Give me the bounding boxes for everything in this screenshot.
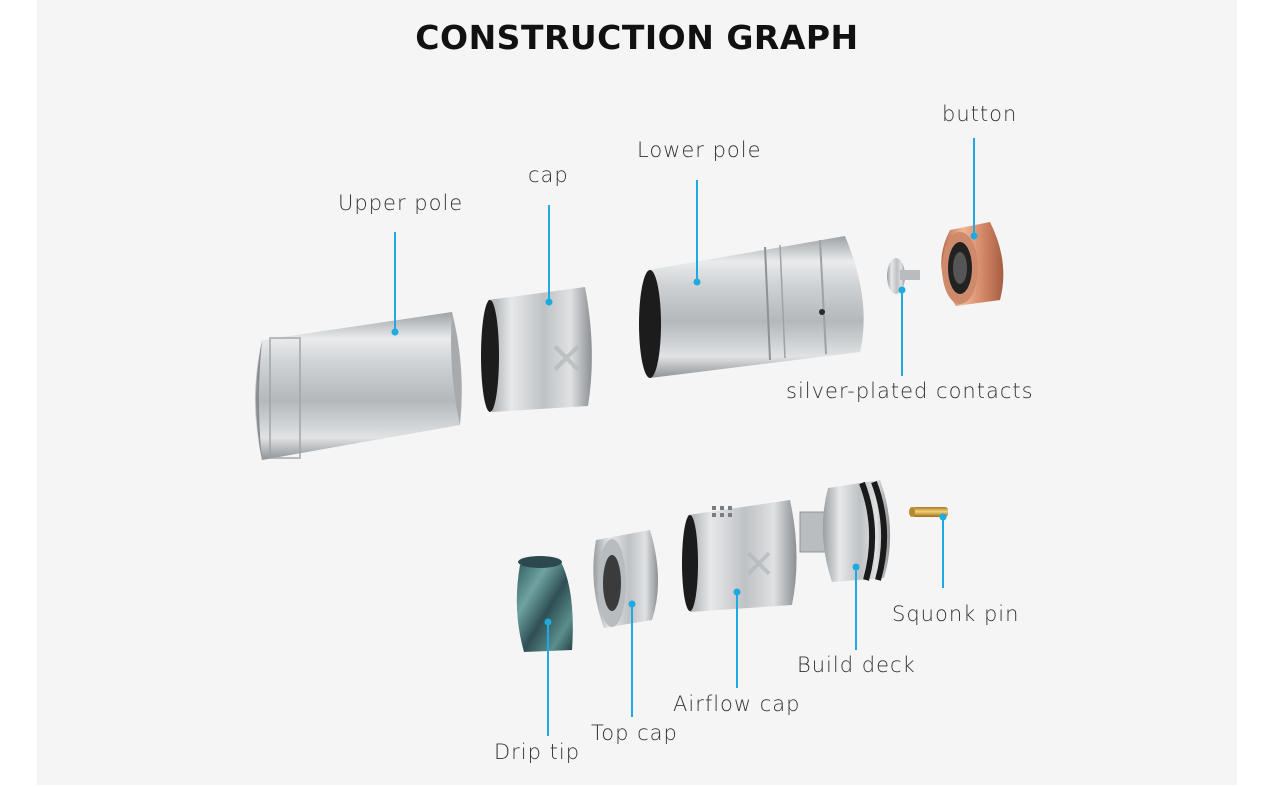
contacts-part xyxy=(887,258,920,294)
diagram-background xyxy=(37,0,1237,785)
leader-top-cap xyxy=(628,600,636,717)
label-button: button xyxy=(942,102,1018,126)
lower-pole-part xyxy=(639,236,864,378)
diagram-title: CONSTRUCTION GRAPH xyxy=(415,18,859,57)
svg-text:✕: ✕ xyxy=(548,334,585,385)
label-airflow-cap: Airflow cap xyxy=(673,692,801,716)
squonk-pin-part xyxy=(909,507,948,517)
label-contacts: silver-plated contacts xyxy=(786,379,1034,403)
leader-lower-pole xyxy=(693,180,701,286)
cap-part: ✕ xyxy=(481,287,592,412)
leader-drip-tip xyxy=(544,618,552,736)
label-build-deck: Build deck xyxy=(797,653,916,677)
airflow-cap-part: ✕ xyxy=(682,500,797,612)
leader-contacts xyxy=(898,286,906,376)
leader-upper-pole xyxy=(391,232,399,336)
button-part xyxy=(941,222,1004,306)
top-cap-part xyxy=(593,530,659,628)
leader-button xyxy=(970,138,978,240)
leader-build-deck xyxy=(852,563,860,650)
upper-pole-part xyxy=(255,312,462,460)
svg-text:✕: ✕ xyxy=(742,542,776,588)
build-deck-part xyxy=(799,480,891,582)
label-lower-pole: Lower pole xyxy=(637,138,762,162)
leader-airflow-cap xyxy=(733,588,741,688)
drip-tip-part xyxy=(516,556,573,652)
leader-squonk-pin xyxy=(939,513,947,588)
label-squonk-pin: Squonk pin xyxy=(892,602,1020,626)
label-upper-pole: Upper pole xyxy=(338,191,464,215)
leader-cap xyxy=(545,205,553,306)
label-drip-tip: Drip tip xyxy=(494,740,581,764)
label-top-cap: Top cap xyxy=(591,721,678,745)
label-cap: cap xyxy=(528,163,569,187)
